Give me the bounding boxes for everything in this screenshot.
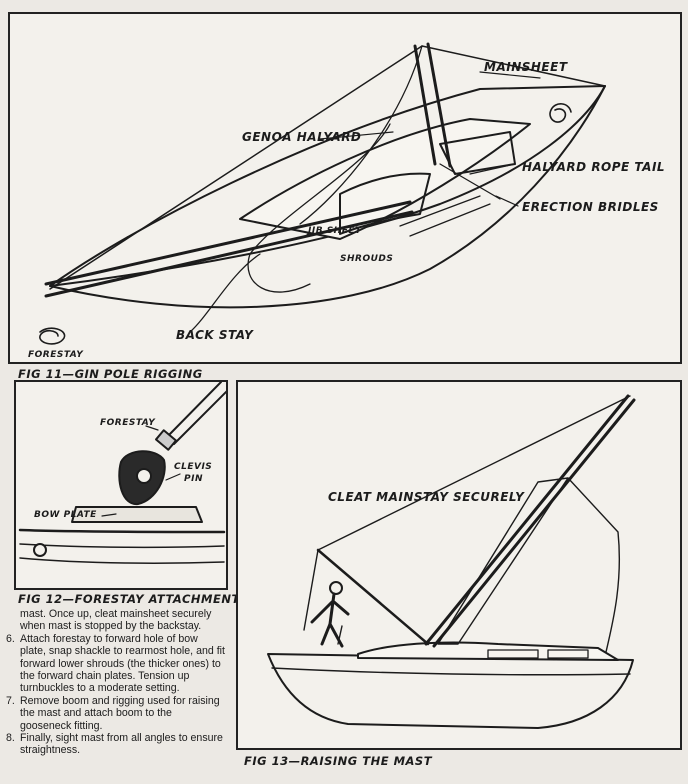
instruction-item-7: 7. Remove boom and rigging used for rais… <box>6 695 226 732</box>
instruction-item-6: 6. Attach forestay to forward hole of bo… <box>6 633 226 695</box>
label-mainsheet: MAINSHEET <box>484 60 568 74</box>
item-text: Remove boom and rigging used for raising… <box>20 694 220 732</box>
label-forestay-fig12: FORESTAY <box>100 418 156 428</box>
item-text: Finally, sight mast from all angles to e… <box>20 732 223 757</box>
label-erection-bridles: ERECTION BRIDLES <box>522 200 659 214</box>
item-number: 8. <box>6 732 15 745</box>
item-number: 6. <box>6 632 15 645</box>
item-number: 7. <box>6 694 15 707</box>
label-forestay: FORESTAY <box>28 350 84 360</box>
fig13-caption: FIG 13—RAISING THE MAST <box>244 754 433 768</box>
label-genoa-halyard: GENOA HALYARD <box>242 130 362 144</box>
gin-pole-rigging-drawing <box>39 42 606 345</box>
label-bow-plate: BOW PLATE <box>34 510 97 520</box>
label-pin: PIN <box>184 474 203 484</box>
instructions-lead: mast. Once up, cleat mainsheet securely … <box>20 608 212 633</box>
fig13-panel: CLEAT MAINSTAY SECURELY <box>236 380 682 750</box>
instructions-text: mast. Once up, cleat mainsheet securely … <box>6 608 226 757</box>
instruction-item-8: 8. Finally, sight mast from all angles t… <box>6 732 226 757</box>
label-cleat-mainstay: CLEAT MAINSTAY SECURELY <box>328 490 525 504</box>
fig11-caption: FIG 11—GIN POLE RIGGING <box>18 367 203 381</box>
fig12-caption: FIG 12—FORESTAY ATTACHMENT <box>18 592 240 606</box>
item-text: Attach forestay to forward hole of bow p… <box>20 632 225 695</box>
label-jib-sheet: JIB SHEET <box>308 226 362 236</box>
label-shrouds: SHROUDS <box>340 254 394 264</box>
label-back-stay: BACK STAY <box>176 328 254 342</box>
forestay-attachment-drawing <box>18 382 226 564</box>
label-halyard-rope-tail: HALYARD ROPE TAIL <box>522 160 666 174</box>
fig12-panel: FORESTAY CLEVIS PIN BOW PLATE <box>14 380 228 590</box>
fig11-panel: MAINSHEET GENOA HALYARD HALYARD ROPE TAI… <box>8 12 682 364</box>
label-clevis: CLEVIS <box>174 462 213 472</box>
raising-mast-drawing <box>267 394 636 729</box>
